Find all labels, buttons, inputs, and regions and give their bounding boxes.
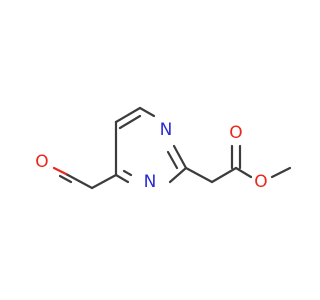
atom-o-carbonyl: O [229,123,242,143]
bond-c4-n3-part [114,173,130,184]
bond-c2-ch2 [184,166,214,184]
molecule-structure: N N O O O [35,106,292,192]
bond-ch2-c [210,166,238,184]
bond-c2-n3-part [168,166,188,184]
structure-canvas: N N O O O [35,106,292,192]
bond-c6-c5 [114,106,142,124]
atom-o-aldehyde: O [35,152,48,172]
bond-cho-o-part [52,166,68,176]
atom-n1: N [160,120,173,140]
bond-c4-cho [90,173,118,190]
bond-c6-n1-part [138,106,156,118]
atom-n3: N [144,172,157,192]
bond-cho-c [64,172,94,190]
bond-n1-c2-inner [166,150,179,170]
bond-c-o-ester [234,166,253,179]
atom-o-ester: O [254,172,267,192]
bond-cho-c-inner [58,174,73,184]
bond-c5-c6-inner [118,114,142,130]
bond-o-ch3 [270,166,292,179]
bond-n1-c2-part [172,144,188,170]
bond-c4-n3-inner [122,169,133,177]
